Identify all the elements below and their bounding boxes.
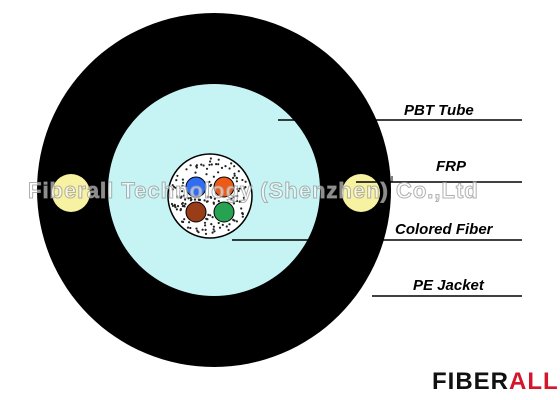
fiber-blue [185, 176, 207, 198]
frp-right [342, 174, 380, 212]
label-frp: FRP [436, 158, 466, 175]
gel-filling-dots [170, 157, 247, 235]
frp-left [52, 174, 90, 212]
logo-part1: FIBER [432, 368, 509, 395]
label-pbt-tube: PBT Tube [404, 102, 474, 119]
fiber-orange [213, 176, 235, 198]
label-pe-jacket: PE Jacket [413, 277, 484, 294]
logo-part2: ALL [509, 368, 559, 395]
fiber-brown [185, 201, 207, 223]
fiber-green [213, 201, 235, 223]
fiberall-logo: FIBERALL [432, 368, 559, 396]
label-colored-fiber: Colored Fiber [395, 221, 493, 238]
company-watermark: Fiberall Technology (Shenzhen) Co.,Ltd [28, 178, 479, 204]
